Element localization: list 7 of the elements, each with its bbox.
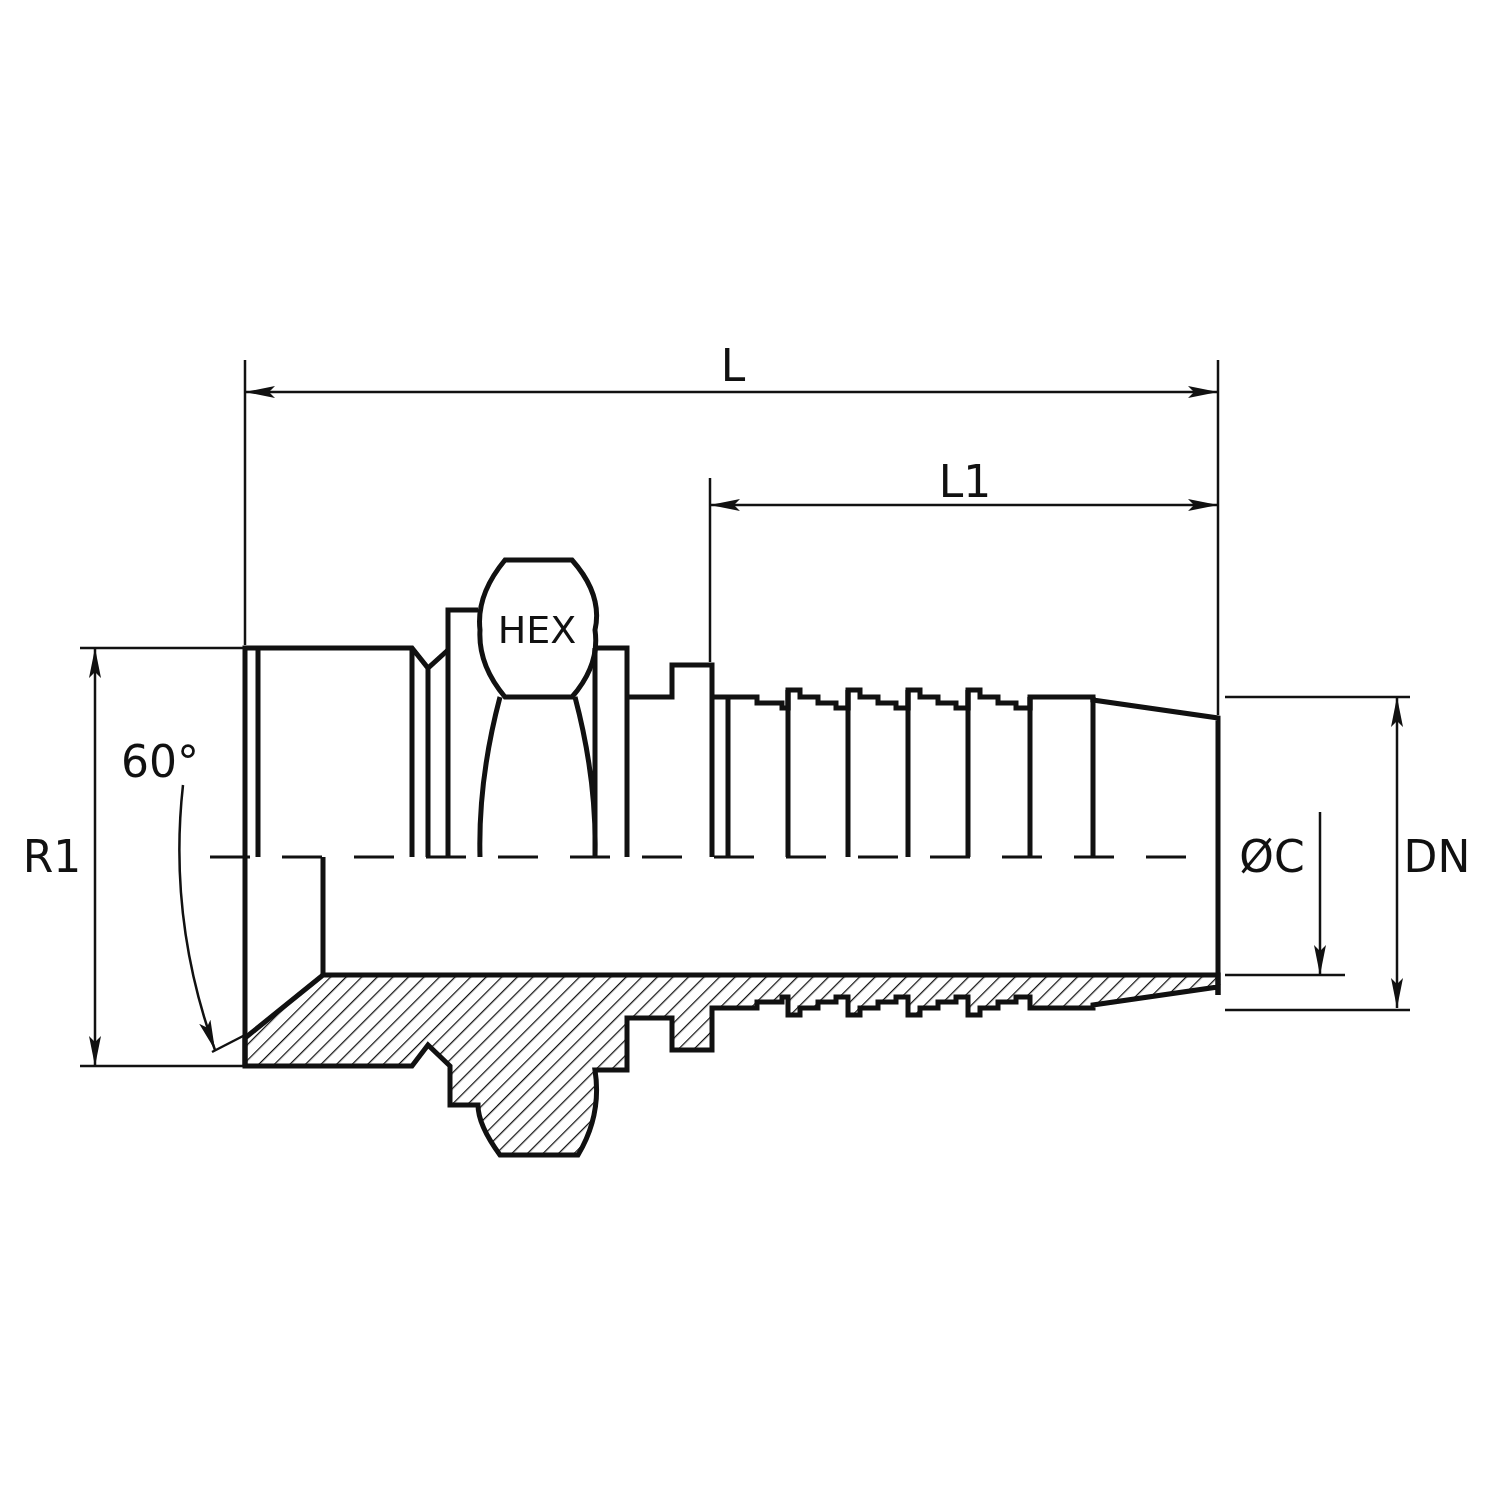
- angle-label: 60°: [121, 740, 199, 784]
- dimension-label: DN: [1403, 835, 1471, 879]
- dimension-label: L1: [938, 460, 992, 504]
- part-label: HEX: [497, 611, 577, 649]
- dimension-label: R1: [22, 835, 82, 879]
- dimension-label: L: [720, 344, 746, 388]
- dimension-label: ØC: [1239, 835, 1305, 879]
